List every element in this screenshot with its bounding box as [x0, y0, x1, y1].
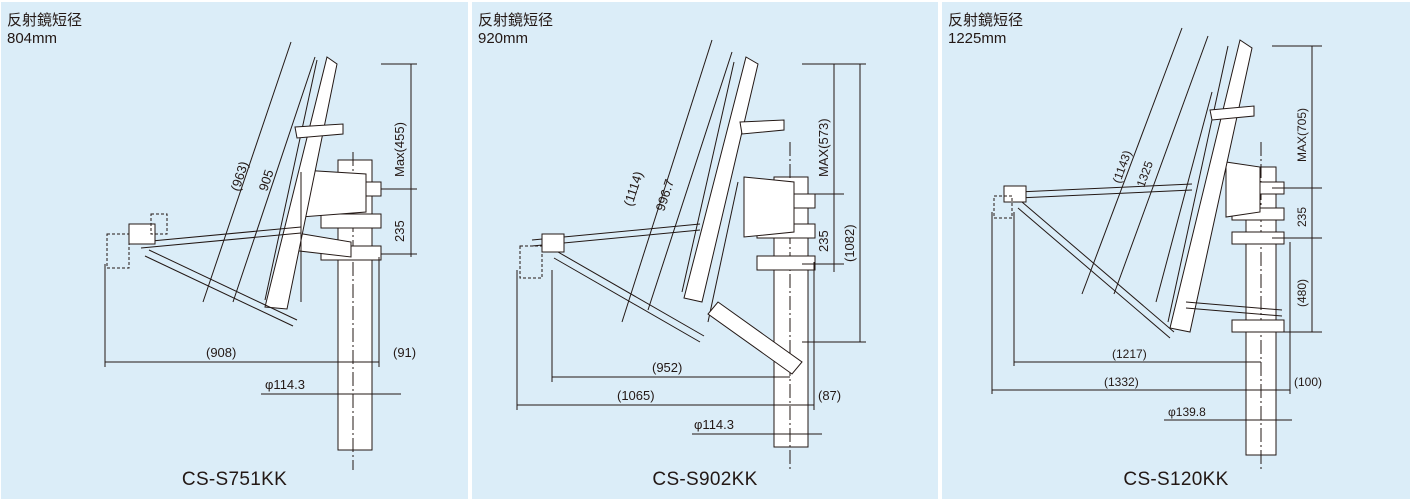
dim-100: (100) [1294, 375, 1322, 389]
dim-pipe: φ139.8 [1168, 405, 1206, 419]
panel-cs-s120kk: 反射鏡短径 1225mm [942, 2, 1410, 499]
panel-cs-s751kk: 反射鏡短径 804mm [1, 2, 468, 499]
dim-480: (480) [1295, 279, 1309, 307]
dim-963: (963) [228, 159, 252, 193]
reflector [683, 56, 759, 303]
spec-value: 920mm [478, 30, 529, 47]
reflector-spec: 反射鏡短径 920mm [478, 12, 553, 48]
dim-max: MAX(705) [1295, 108, 1309, 162]
antenna-drawing: (1114) 996.7 MAX(573) 235 (1082) (952) (… [516, 39, 866, 472]
model-name: CS-S120KK [1123, 469, 1229, 490]
dim-235: 235 [392, 220, 407, 242]
lnb [1003, 185, 1027, 203]
reflector-spec: 反射鏡短径 804mm [7, 12, 82, 48]
spec-label: 反射鏡短径 [478, 12, 554, 29]
lnb [541, 233, 565, 253]
dim-235: 235 [816, 230, 831, 252]
dim-1217: (1217) [1112, 347, 1147, 361]
dim-91: (91) [393, 345, 416, 360]
antenna-drawing: (963) 905 Max(455) 235 (908) (91) φ114.3 [104, 41, 417, 470]
dim-952: (952) [652, 360, 682, 375]
spec-label: 反射鏡短径 [948, 12, 1024, 29]
dim-1065: (1065) [617, 388, 655, 403]
dim-996-7: 996.7 [653, 177, 677, 213]
panel-cs-s902kk: 反射鏡短径 920mm [472, 2, 938, 499]
model-name: CS-S751KK [181, 469, 288, 490]
dim-1082: (1082) [842, 224, 857, 262]
dim-908: (908) [206, 345, 236, 360]
spec-value: 804mm [7, 30, 58, 47]
dim-1325: 1325 [1134, 159, 1156, 189]
antenna-drawing: (1143) 1325 MAX(705) 235 (480) (1217) (1… [991, 27, 1322, 472]
model-name: CS-S902KK [652, 469, 758, 490]
dim-max: MAX(573) [816, 118, 831, 177]
spec-label: 反射鏡短径 [7, 12, 83, 29]
spec-value: 1225mm [948, 30, 1007, 47]
dim-pipe: φ114.3 [265, 377, 305, 392]
dim-1332: (1332) [1104, 375, 1139, 389]
dim-1114: (1114) [621, 169, 646, 208]
dim-1143: (1143) [1110, 148, 1135, 185]
reflector-spec: 反射鏡短径 1225mm [948, 12, 1023, 48]
dim-87: (87) [818, 388, 841, 403]
dim-235: 235 [1295, 207, 1309, 227]
dim-max: Max(455) [392, 122, 407, 177]
dim-pipe: φ114.3 [694, 417, 734, 432]
dim-905: 905 [256, 168, 277, 193]
